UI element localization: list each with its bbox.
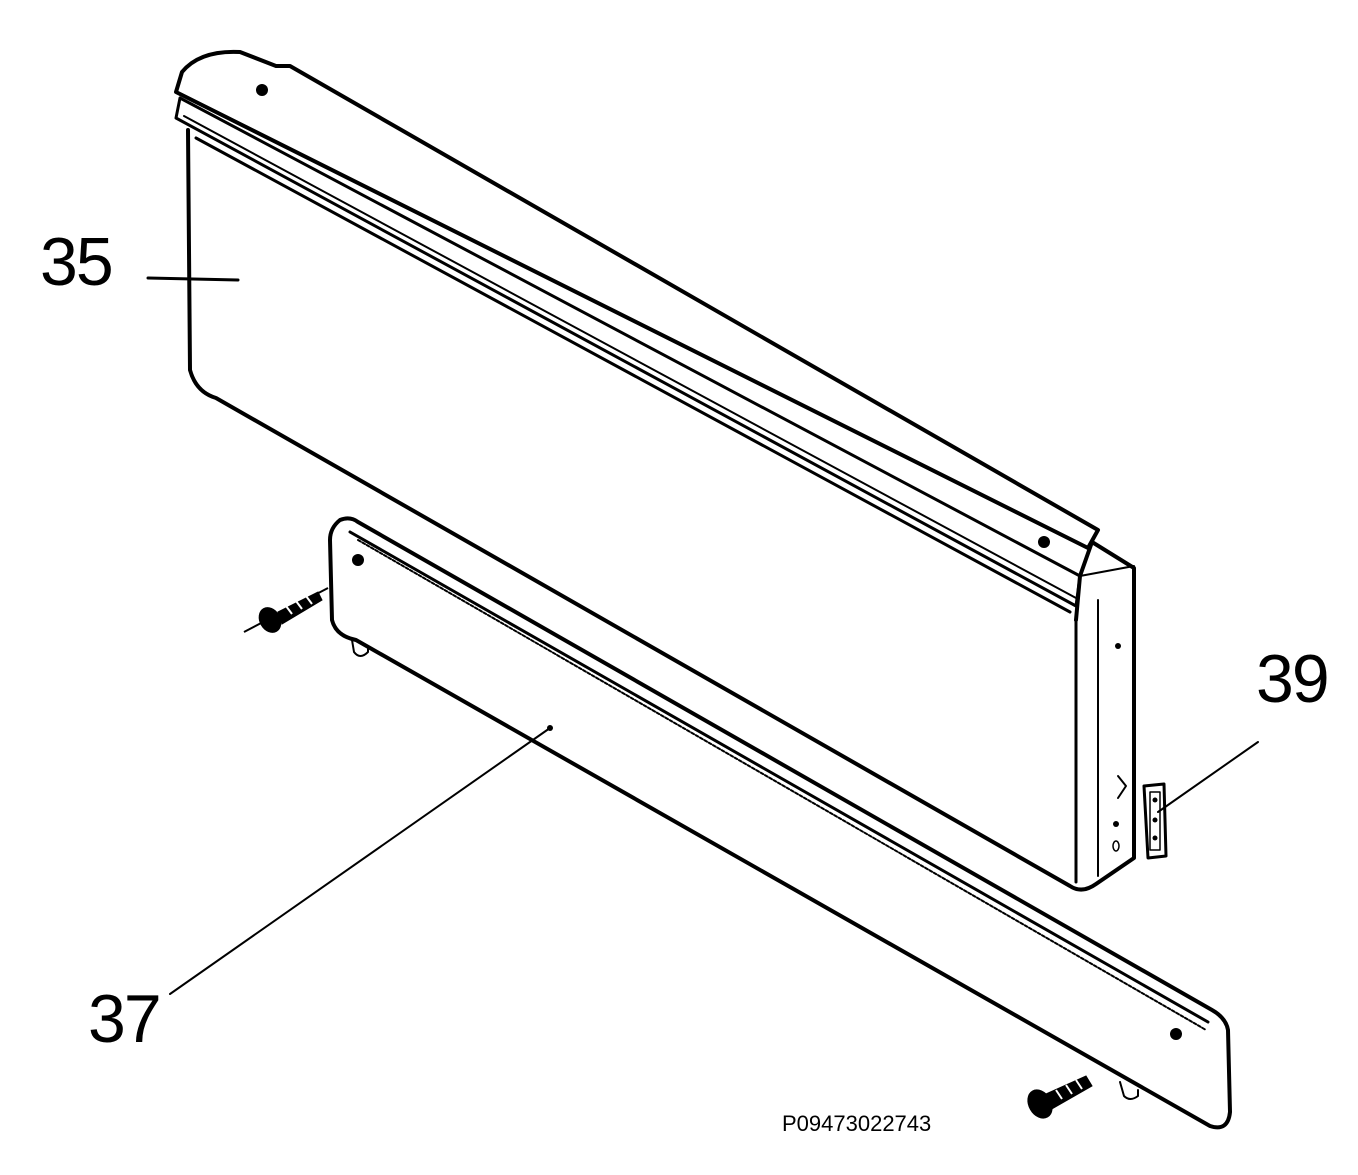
leader-37 [170,728,550,994]
callout-label-37: 37 [88,981,162,1057]
leader-39 [1158,742,1258,812]
screw-icon [1023,1076,1092,1122]
leader-35 [148,278,238,280]
diagram-reference-code: P09473022743 [782,1111,932,1136]
clip-part-39 [1144,784,1166,858]
leader-lines [148,278,1258,994]
callout-label-35: 35 [40,224,114,300]
panel-part-35 [176,52,1134,890]
strip-part-37 [330,518,1230,1127]
callout-label-39: 39 [1256,641,1330,717]
screw-icon [244,588,328,636]
